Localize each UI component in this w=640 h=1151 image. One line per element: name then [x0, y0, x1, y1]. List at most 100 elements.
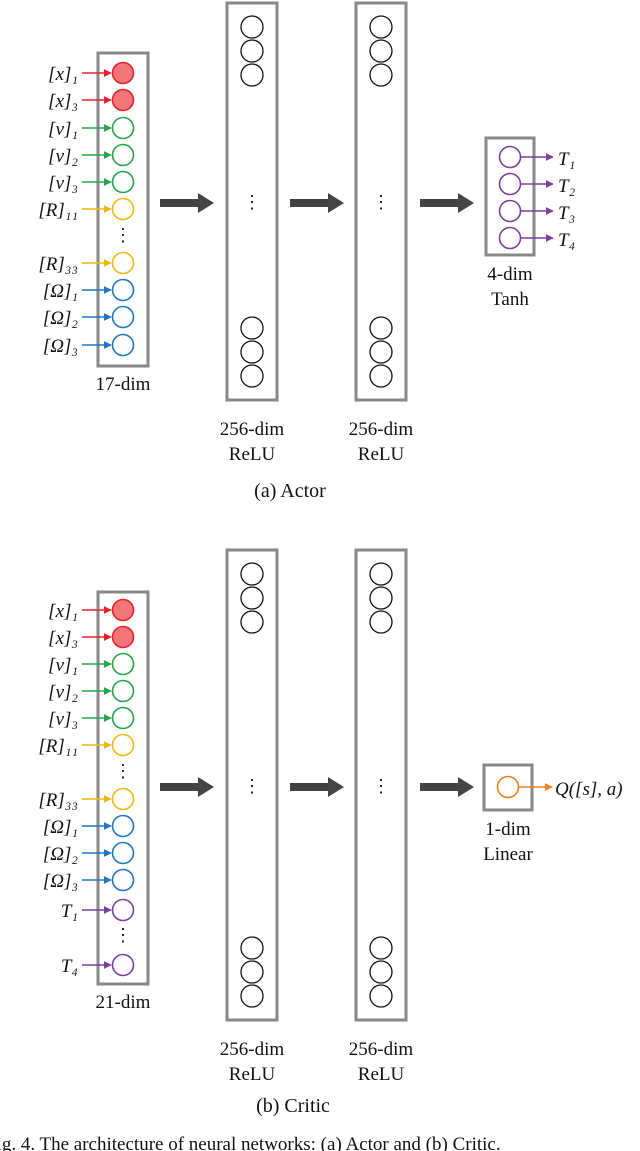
input-neuron [111, 868, 135, 892]
output-label: T₂ [558, 176, 576, 197]
layer-arrow [160, 193, 214, 213]
input-dim-label: 21-dim [96, 992, 151, 1013]
output-neuron [498, 226, 522, 250]
input-label: [x]₃ [48, 91, 78, 112]
input-neuron [111, 333, 135, 357]
critic-caption: (b) Critic [256, 1095, 330, 1117]
hidden-neuron [240, 586, 264, 610]
hidden-neuron [369, 562, 393, 586]
input-neuron [111, 706, 135, 730]
input-label: [v]₃ [48, 709, 78, 730]
input-neuron [111, 733, 135, 757]
input-label: [R]₁₁ [38, 200, 78, 221]
output-activation-label: Tanh [491, 289, 529, 310]
input-neuron [111, 625, 135, 649]
layer-arrow [420, 777, 474, 797]
input-neuron [111, 197, 135, 221]
input-neuron [111, 814, 135, 838]
input-neuron [111, 953, 135, 977]
hidden-neuron [240, 15, 264, 39]
figure-caption: Fig. 4. The architecture of neural netwo… [0, 1134, 501, 1151]
hidden-dim-label: 256-dim [220, 419, 285, 440]
hidden-layer-box [225, 1, 279, 402]
input-label: [v]₁ [48, 655, 78, 676]
input-neuron [111, 841, 135, 865]
hidden-neuron [369, 610, 393, 634]
input-label: [Ω]₂ [43, 844, 79, 865]
input-dim-label: 17-dim [96, 374, 151, 395]
hidden-neuron [240, 39, 264, 63]
hidden-dim-label: 256-dim [349, 419, 414, 440]
input-neuron [111, 652, 135, 676]
input-ellipsis: ⋮ [114, 761, 132, 781]
hidden-neuron [369, 39, 393, 63]
layer-arrow [290, 193, 344, 213]
hidden-activation-label: ReLU [229, 444, 276, 465]
input-label: [R]₃₃ [38, 790, 78, 811]
output-label: Q([s], a) [555, 779, 623, 800]
input-label: [Ω]₁ [43, 817, 78, 838]
hidden-ellipsis: ⋮ [243, 776, 261, 796]
hidden-neuron [240, 63, 264, 87]
input-neuron [111, 143, 135, 167]
input-label: [Ω]₃ [43, 336, 78, 357]
hidden-neuron [369, 984, 393, 1008]
input-neuron [111, 116, 135, 140]
hidden-ellipsis: ⋮ [372, 192, 390, 212]
input-label: T₁ [61, 901, 78, 922]
critic-network: [x]₁[x]₃[v]₁[v]₂[v]₃[R]₁₁⋮[R]₃₃[Ω]₁[Ω]₂[… [38, 548, 623, 1085]
output-label: T₄ [558, 230, 575, 251]
output-dim-label: 4-dim [487, 264, 533, 285]
hidden-activation-label: ReLU [358, 1064, 405, 1085]
hidden-neuron [240, 984, 264, 1008]
output-dim-label: 1-dim [485, 819, 531, 840]
layer-arrow [420, 193, 474, 213]
input-label: [x]₁ [48, 601, 78, 622]
hidden-activation-label: ReLU [358, 444, 405, 465]
input-label: [v]₃ [48, 173, 78, 194]
hidden-layer-box [225, 548, 279, 1022]
output-neuron [496, 775, 520, 799]
output-neuron [498, 199, 522, 223]
hidden-neuron [240, 562, 264, 586]
output-activation-label: Linear [483, 844, 533, 865]
hidden-neuron [369, 364, 393, 388]
hidden-dim-label: 256-dim [220, 1039, 285, 1060]
hidden-neuron [240, 960, 264, 984]
input-neuron [111, 61, 135, 85]
hidden-dim-label: 256-dim [349, 1039, 414, 1060]
layer-arrow [160, 777, 214, 797]
input-label: [v]₁ [48, 119, 78, 140]
input-label: [R]₁₁ [38, 736, 78, 757]
output-label: T₃ [558, 203, 575, 224]
hidden-neuron [369, 316, 393, 340]
hidden-neuron [369, 63, 393, 87]
input-neuron [111, 598, 135, 622]
hidden-neuron [240, 364, 264, 388]
actor-network: [x]₁[x]₃[v]₁[v]₂[v]₃[R]₁₁⋮[R]₃₃[Ω]₁[Ω]₂[… [38, 1, 576, 465]
output-neuron [498, 172, 522, 196]
input-label: [Ω]₁ [43, 281, 78, 302]
input-neuron [111, 278, 135, 302]
input-neuron [111, 787, 135, 811]
hidden-neuron [240, 340, 264, 364]
input-label: T₄ [61, 956, 78, 977]
hidden-neuron [369, 586, 393, 610]
input-neuron [111, 898, 135, 922]
hidden-layer-box [354, 1, 408, 402]
input-neuron [111, 305, 135, 329]
input-neuron [111, 170, 135, 194]
output-neuron [498, 145, 522, 169]
hidden-layer-box [354, 548, 408, 1022]
hidden-neuron [369, 936, 393, 960]
hidden-activation-label: ReLU [229, 1064, 276, 1085]
input-label: [R]₃₃ [38, 254, 78, 275]
hidden-neuron [369, 960, 393, 984]
input-label: [v]₂ [48, 146, 78, 167]
hidden-neuron [240, 610, 264, 634]
output-label: T₁ [558, 149, 575, 170]
input-layer-box [96, 590, 150, 986]
hidden-neuron [240, 936, 264, 960]
input-neuron [111, 251, 135, 275]
